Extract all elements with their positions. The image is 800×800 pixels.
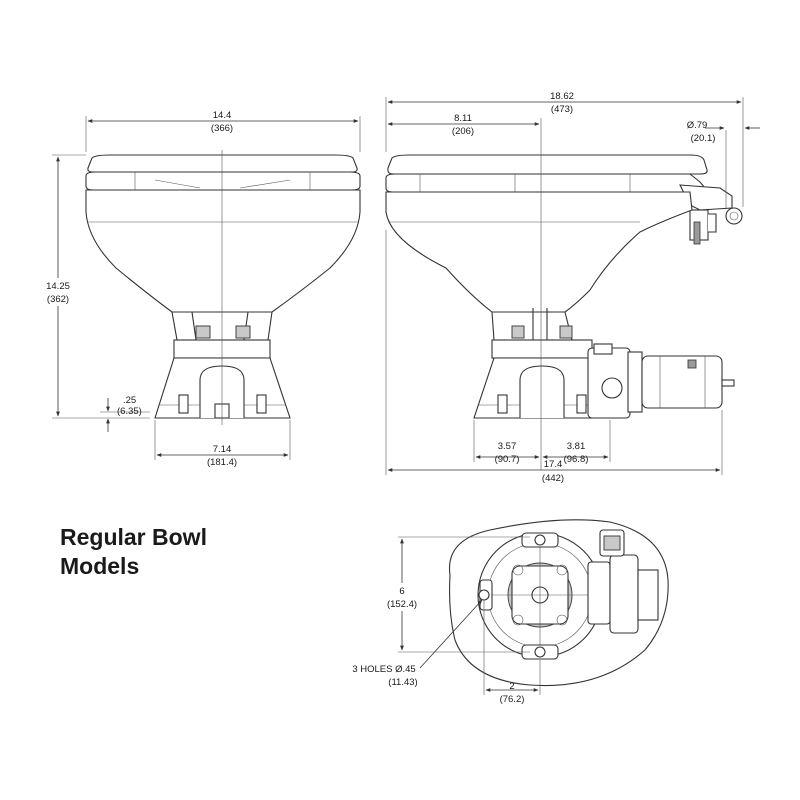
overall-length-in: 18.62 <box>550 91 574 102</box>
side-lid <box>387 154 708 175</box>
front-bowl <box>85 189 361 313</box>
hole-spacing-horizontal-in: 2 <box>509 681 514 692</box>
footprint-length-in: 17.4 <box>544 459 563 470</box>
base-right-mm: (96.8) <box>564 454 589 465</box>
base-offset-mm: (6.35) <box>117 406 142 417</box>
holes-callout-in: 3 HOLES Ø.45 <box>352 664 415 675</box>
front-height-mm: (362) <box>47 294 69 305</box>
overall-length-mm: (473) <box>551 104 573 115</box>
page-title: Regular Bowl Models <box>60 523 207 581</box>
front-width-in: 14.4 <box>213 110 232 121</box>
mounting-hole <box>534 646 546 658</box>
side-view: 18.62 (473) 8.11 (206) Ø.79 (20.1) 3.57 … <box>385 91 760 484</box>
outlet-diameter-in: Ø.79 <box>687 120 708 131</box>
outlet-diameter-mm: (20.1) <box>691 133 716 144</box>
mounting-hole <box>478 589 490 601</box>
front-width-mm: (366) <box>211 123 233 134</box>
base-left-in: 3.57 <box>498 441 517 452</box>
hole-spacing-horizontal-mm: (76.2) <box>500 694 525 705</box>
lid-to-center-in: 8.11 <box>454 113 472 124</box>
front-seat <box>85 171 361 191</box>
base-right-in: 3.81 <box>567 441 586 452</box>
bottom-view: 6 (152.4) 3 HOLES Ø.45 (11.43) 2 (76.2) <box>352 519 669 705</box>
front-view: 14.4 (366) 14.25 (362) .25 (6.35) 7.14 (… <box>38 110 361 468</box>
base-left-mm: (90.7) <box>495 454 520 465</box>
mounting-hole <box>534 534 546 546</box>
title-line-2: Models <box>60 553 140 579</box>
side-bowl <box>385 191 693 313</box>
title-line-1: Regular Bowl <box>60 524 207 550</box>
base-width-mm: (181.4) <box>207 457 237 468</box>
hole-spacing-vertical-in: 6 <box>399 586 404 597</box>
base-width-in: 7.14 <box>213 444 232 455</box>
side-seat <box>385 173 706 193</box>
hole-spacing-vertical-mm: (152.4) <box>387 599 417 610</box>
base-offset-in: .25 <box>123 395 136 406</box>
front-height-in: 14.25 <box>46 281 70 292</box>
bottom-pump <box>587 529 659 634</box>
front-lid <box>87 154 358 173</box>
footprint-length-mm: (442) <box>542 473 564 484</box>
side-pump <box>587 343 735 419</box>
holes-callout-mm: (11.43) <box>388 677 417 688</box>
lid-to-center-mm: (206) <box>452 126 474 137</box>
